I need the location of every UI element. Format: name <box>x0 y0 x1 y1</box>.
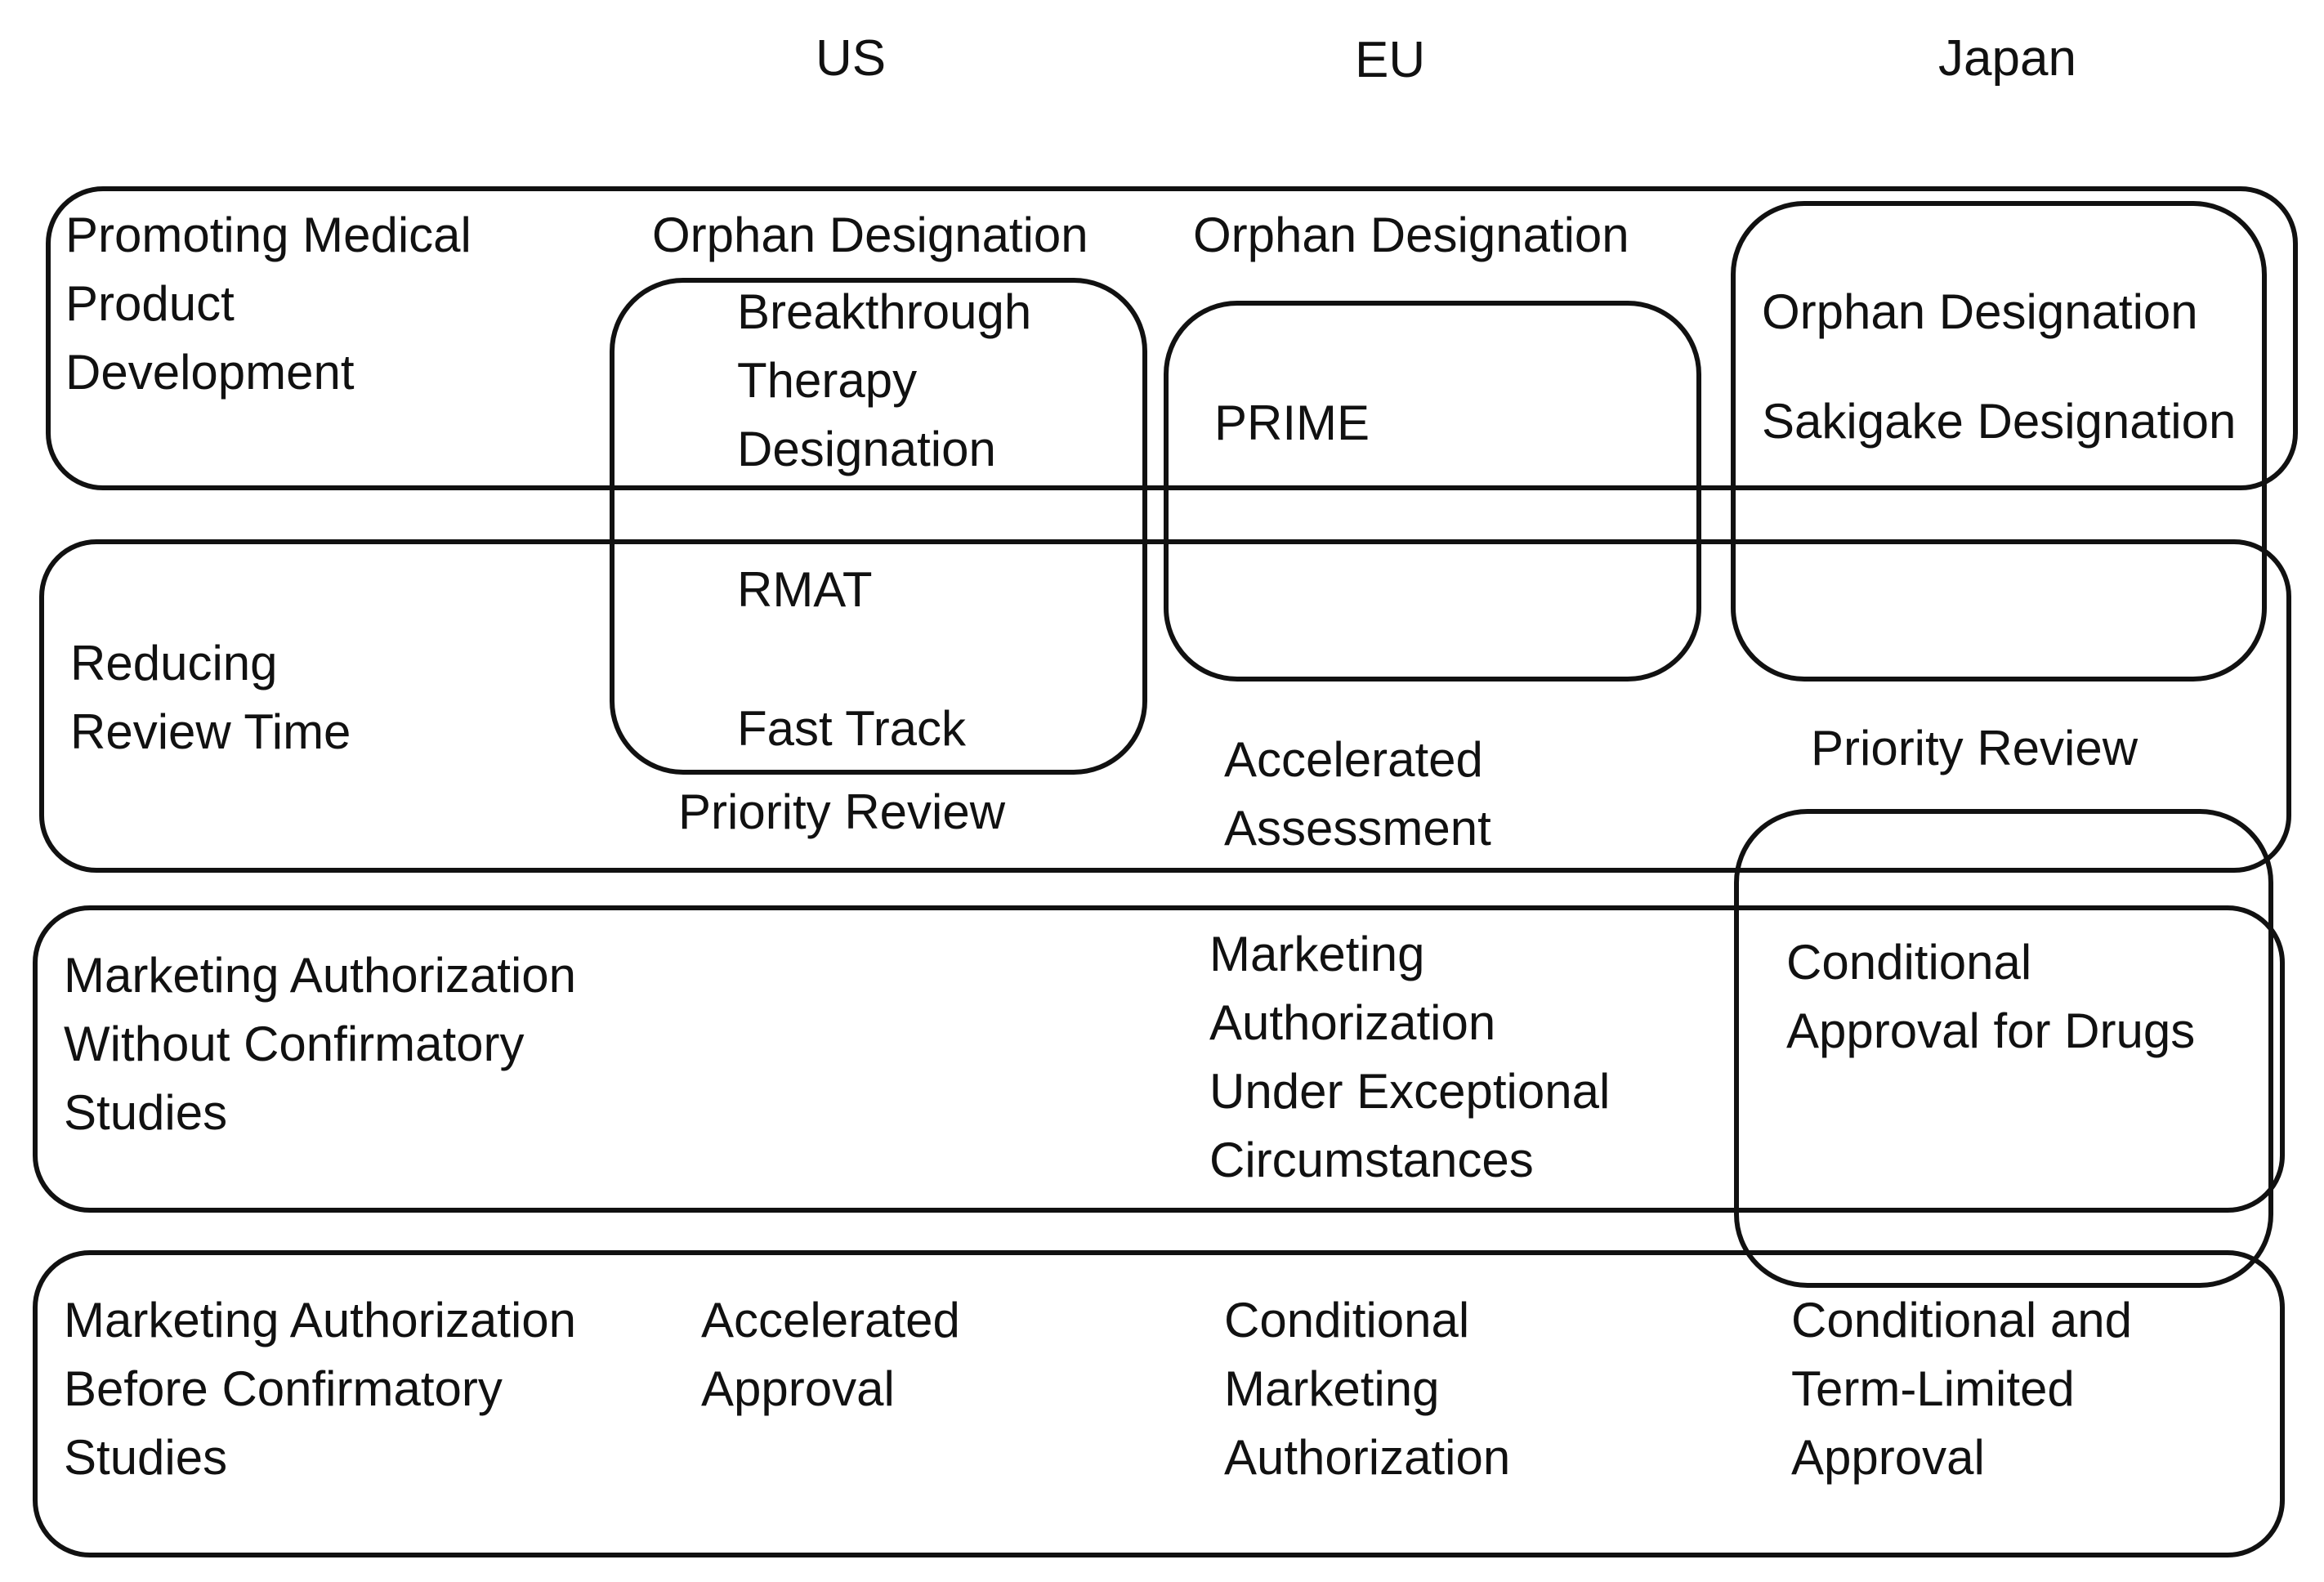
eu-prime-group-box <box>1164 301 1701 682</box>
japan-sakigake-designation: Sakigake Designation <box>1762 394 2237 449</box>
us-expedited-group-box <box>610 278 1147 775</box>
row-box-without-confirmatory <box>33 905 2285 1213</box>
column-header-eu: EU <box>1355 32 1426 88</box>
japan-sakigake-group-box <box>1731 201 2267 682</box>
row-box-before-confirmatory <box>33 1250 2285 1557</box>
column-header-us: US <box>816 30 887 87</box>
us-fast-track: Fast Track <box>737 701 967 756</box>
us-priority-review: Priority Review <box>678 784 1006 839</box>
eu-prime: PRIME <box>1214 396 1370 450</box>
eu-orphan-designation: Orphan Designation <box>1193 208 1629 262</box>
japan-priority-review: Priority Review <box>1811 721 2139 775</box>
us-orphan-designation: Orphan Designation <box>652 208 1088 262</box>
japan-orphan-designation: Orphan Designation <box>1762 284 2198 339</box>
row-box-promoting-development <box>46 186 2298 490</box>
us-rmat: RMAT <box>737 562 873 617</box>
column-header-japan: Japan <box>1938 30 2076 87</box>
japan-conditional-drugs-group-box <box>1734 809 2273 1288</box>
